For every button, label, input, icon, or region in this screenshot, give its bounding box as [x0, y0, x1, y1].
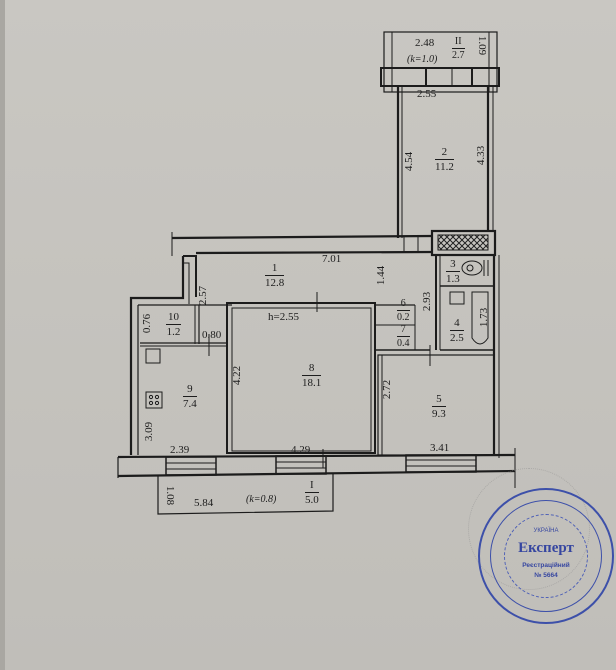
room-5-label: 5 9.3 — [432, 393, 446, 420]
dim-2-72: 2.72 — [381, 379, 394, 400]
balcony-ii-number: II — [452, 36, 465, 49]
dim-0-76: 0.76 — [141, 313, 154, 334]
room-1-number: 1 — [265, 262, 285, 277]
balcony-i-number: I — [305, 479, 319, 494]
balcony-i-label: I 5.0 — [305, 479, 319, 506]
dim-3-41: 3.41 — [430, 442, 450, 454]
room-3-area: 1.3 — [446, 273, 460, 286]
room-3-number: 3 — [446, 258, 460, 273]
balcony-ii-coefficient: (k=1.0) — [407, 54, 438, 65]
room-6-number: 6 — [397, 298, 410, 311]
stamp-registry-label: Реєстраційний — [522, 562, 570, 569]
room-7-label: 7 0.4 — [397, 324, 410, 349]
room-6-label: 6 0.2 — [397, 298, 410, 323]
room-7-area: 0.4 — [397, 338, 410, 349]
stamp-title: Експерт — [518, 540, 574, 556]
dim-2-57: 2.57 — [197, 285, 210, 306]
room-9-label: 9 7.4 — [183, 383, 197, 410]
ceiling-height: h=2.55 — [268, 311, 299, 323]
dim-4-33: 4.33 — [475, 145, 488, 166]
dim-balcony-ii-width: 2.48 — [415, 37, 435, 49]
room-10-label: 10 1.2 — [166, 311, 181, 338]
room-8-number: 8 — [302, 362, 322, 377]
dim-4-29: 4.29 — [291, 444, 311, 456]
room-9-number: 9 — [183, 383, 197, 398]
room-1-label: 1 12.8 — [265, 262, 285, 290]
room-8-label: 8 18.1 — [302, 362, 322, 390]
room-2-area: 11.2 — [435, 161, 454, 174]
dim-balcony-i-width: 5.84 — [194, 497, 214, 509]
dim-2-93: 2.93 — [421, 291, 434, 312]
room-4-area: 2.5 — [450, 332, 464, 345]
room-10-area: 1.2 — [166, 326, 181, 339]
balcony-ii-label: II 2.7 — [452, 36, 465, 61]
balcony-ii-area: 2.7 — [452, 50, 465, 61]
room-4-number: 4 — [450, 317, 464, 332]
dim-2-55: 2.55 — [417, 88, 437, 100]
room-3-label: 3 1.3 — [446, 258, 460, 285]
room-4-label: 4 2.5 — [450, 317, 464, 344]
dim-4-54: 4.54 — [403, 151, 416, 172]
dim-0-80: 0.80 — [202, 329, 222, 341]
dim-4-22: 4.22 — [231, 365, 244, 386]
room-6-area: 0.2 — [397, 312, 410, 323]
expert-stamp: УКРАЇНА Експерт Реєстраційний № 5664 — [478, 488, 614, 624]
room-2-number: 2 — [435, 146, 454, 161]
room-8-area: 18.1 — [302, 377, 322, 390]
room-5-number: 5 — [432, 393, 446, 408]
balcony-i-area: 5.0 — [305, 494, 319, 507]
room-9-area: 7.4 — [183, 398, 197, 411]
dim-7-01: 7.01 — [322, 253, 342, 265]
stamp-inner-ring — [504, 514, 588, 598]
balcony-i-coefficient: (k=0.8) — [246, 494, 277, 505]
dim-balcony-ii-depth: 1.09 — [476, 35, 489, 56]
dim-2-39: 2.39 — [170, 444, 190, 456]
room-2-label: 2 11.2 — [435, 146, 454, 173]
stamp-outer-ring — [490, 500, 602, 612]
stamp-registry-number: № 5664 — [534, 572, 558, 579]
stamp-country: УКРАЇНА — [533, 528, 559, 534]
dim-balcony-i-depth: 1.08 — [164, 485, 177, 506]
dim-3-09: 3.09 — [143, 421, 156, 442]
dim-1-73: 1.73 — [478, 307, 491, 328]
room-10-number: 10 — [166, 311, 181, 326]
dim-1-44: 1.44 — [375, 265, 388, 286]
room-7-number: 7 — [397, 324, 410, 337]
room-1-area: 12.8 — [265, 277, 285, 290]
room-5-area: 9.3 — [432, 408, 446, 421]
